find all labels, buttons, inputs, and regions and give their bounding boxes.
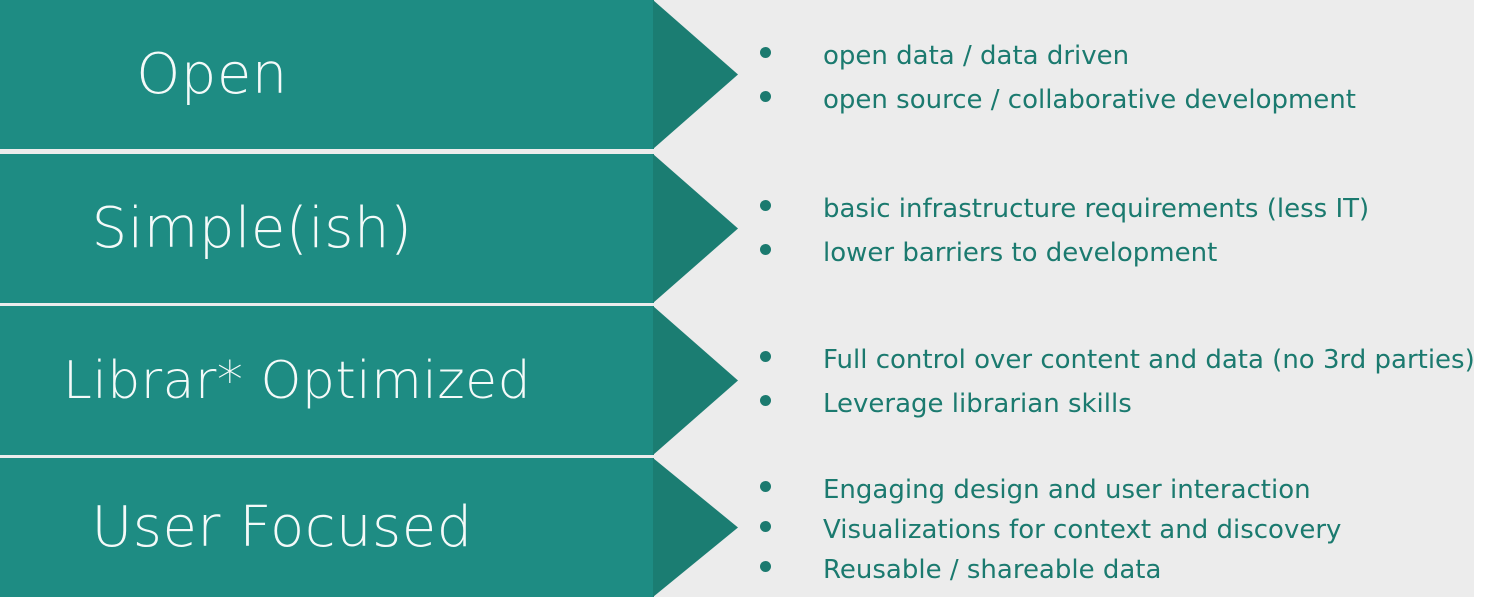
principle-label-library-optimized: Librar* Optimized xyxy=(62,350,532,411)
principle-row-library-optimized: Librar* Optimized Full control over cont… xyxy=(0,306,1475,455)
list-item-label: open data / data driven xyxy=(823,40,1130,71)
principle-row-simple: Simple(ish) basic infrastructure require… xyxy=(0,154,1474,303)
chevron-shape-library-optimized: Librar* Optimized xyxy=(0,306,738,455)
principle-label-open: Open xyxy=(136,41,288,107)
list-item-label: Full control over content and data (no 3… xyxy=(823,344,1475,375)
list-item: lower barriers to development xyxy=(760,234,1474,272)
bullet-dot-icon xyxy=(760,243,771,255)
bullet-list-simple: basic infrastructure requirements (less … xyxy=(760,154,1474,303)
list-item: Leverage librarian skills xyxy=(760,385,1474,423)
bullet-dot-icon xyxy=(760,350,771,362)
chevron-shape-open: Open xyxy=(0,0,738,149)
principle-row-open: Open open data / data driven open source… xyxy=(0,0,1474,149)
list-item: open data / data driven xyxy=(760,37,1474,75)
list-item: Visualizations for context and discovery xyxy=(760,511,1474,549)
chevron-arrow-head-icon xyxy=(653,458,738,597)
list-item-label: Leverage librarian skills xyxy=(823,388,1132,419)
bullet-dot-icon xyxy=(760,520,771,532)
principle-label-simple: Simple(ish) xyxy=(91,195,413,261)
bullet-list-open: open data / data driven open source / co… xyxy=(760,0,1474,149)
list-item-label: basic infrastructure requirements (less … xyxy=(823,193,1370,224)
bullet-dot-icon xyxy=(760,46,771,58)
list-item-label: Reusable / shareable data xyxy=(823,554,1162,585)
principle-label-user-focused: User Focused xyxy=(91,494,473,560)
chevron-arrow-head-icon xyxy=(653,306,738,455)
bullet-dot-icon xyxy=(760,394,771,406)
principle-row-user-focused: User Focused Engaging design and user in… xyxy=(0,458,1474,597)
list-item: open source / collaborative development xyxy=(760,81,1474,119)
list-item: basic infrastructure requirements (less … xyxy=(760,190,1474,228)
chevron-body xyxy=(0,458,654,597)
chevron-shape-simple: Simple(ish) xyxy=(0,154,738,303)
bullet-dot-icon xyxy=(760,560,771,572)
chevron-body xyxy=(0,306,654,455)
chevron-arrow-head-icon xyxy=(653,0,738,149)
chevron-arrow-head-icon xyxy=(653,154,738,303)
list-item-label: lower barriers to development xyxy=(823,237,1218,268)
list-item-label: Visualizations for context and discovery xyxy=(823,514,1342,545)
list-item: Reusable / shareable data xyxy=(760,551,1474,589)
chevron-shape-user-focused: User Focused xyxy=(0,458,738,597)
chevron-body xyxy=(0,154,654,303)
bullet-dot-icon xyxy=(760,90,771,102)
list-item-label: open source / collaborative development xyxy=(823,84,1356,115)
list-item: Engaging design and user interaction xyxy=(760,471,1474,509)
bullet-dot-icon xyxy=(760,480,771,492)
bullet-list-library-optimized: Full control over content and data (no 3… xyxy=(760,306,1475,455)
list-item-label: Engaging design and user interaction xyxy=(823,474,1311,505)
bullet-dot-icon xyxy=(760,199,771,211)
chevron-body xyxy=(0,0,654,149)
bullet-list-user-focused: Engaging design and user interaction Vis… xyxy=(760,458,1474,597)
list-item: Full control over content and data (no 3… xyxy=(760,341,1475,379)
